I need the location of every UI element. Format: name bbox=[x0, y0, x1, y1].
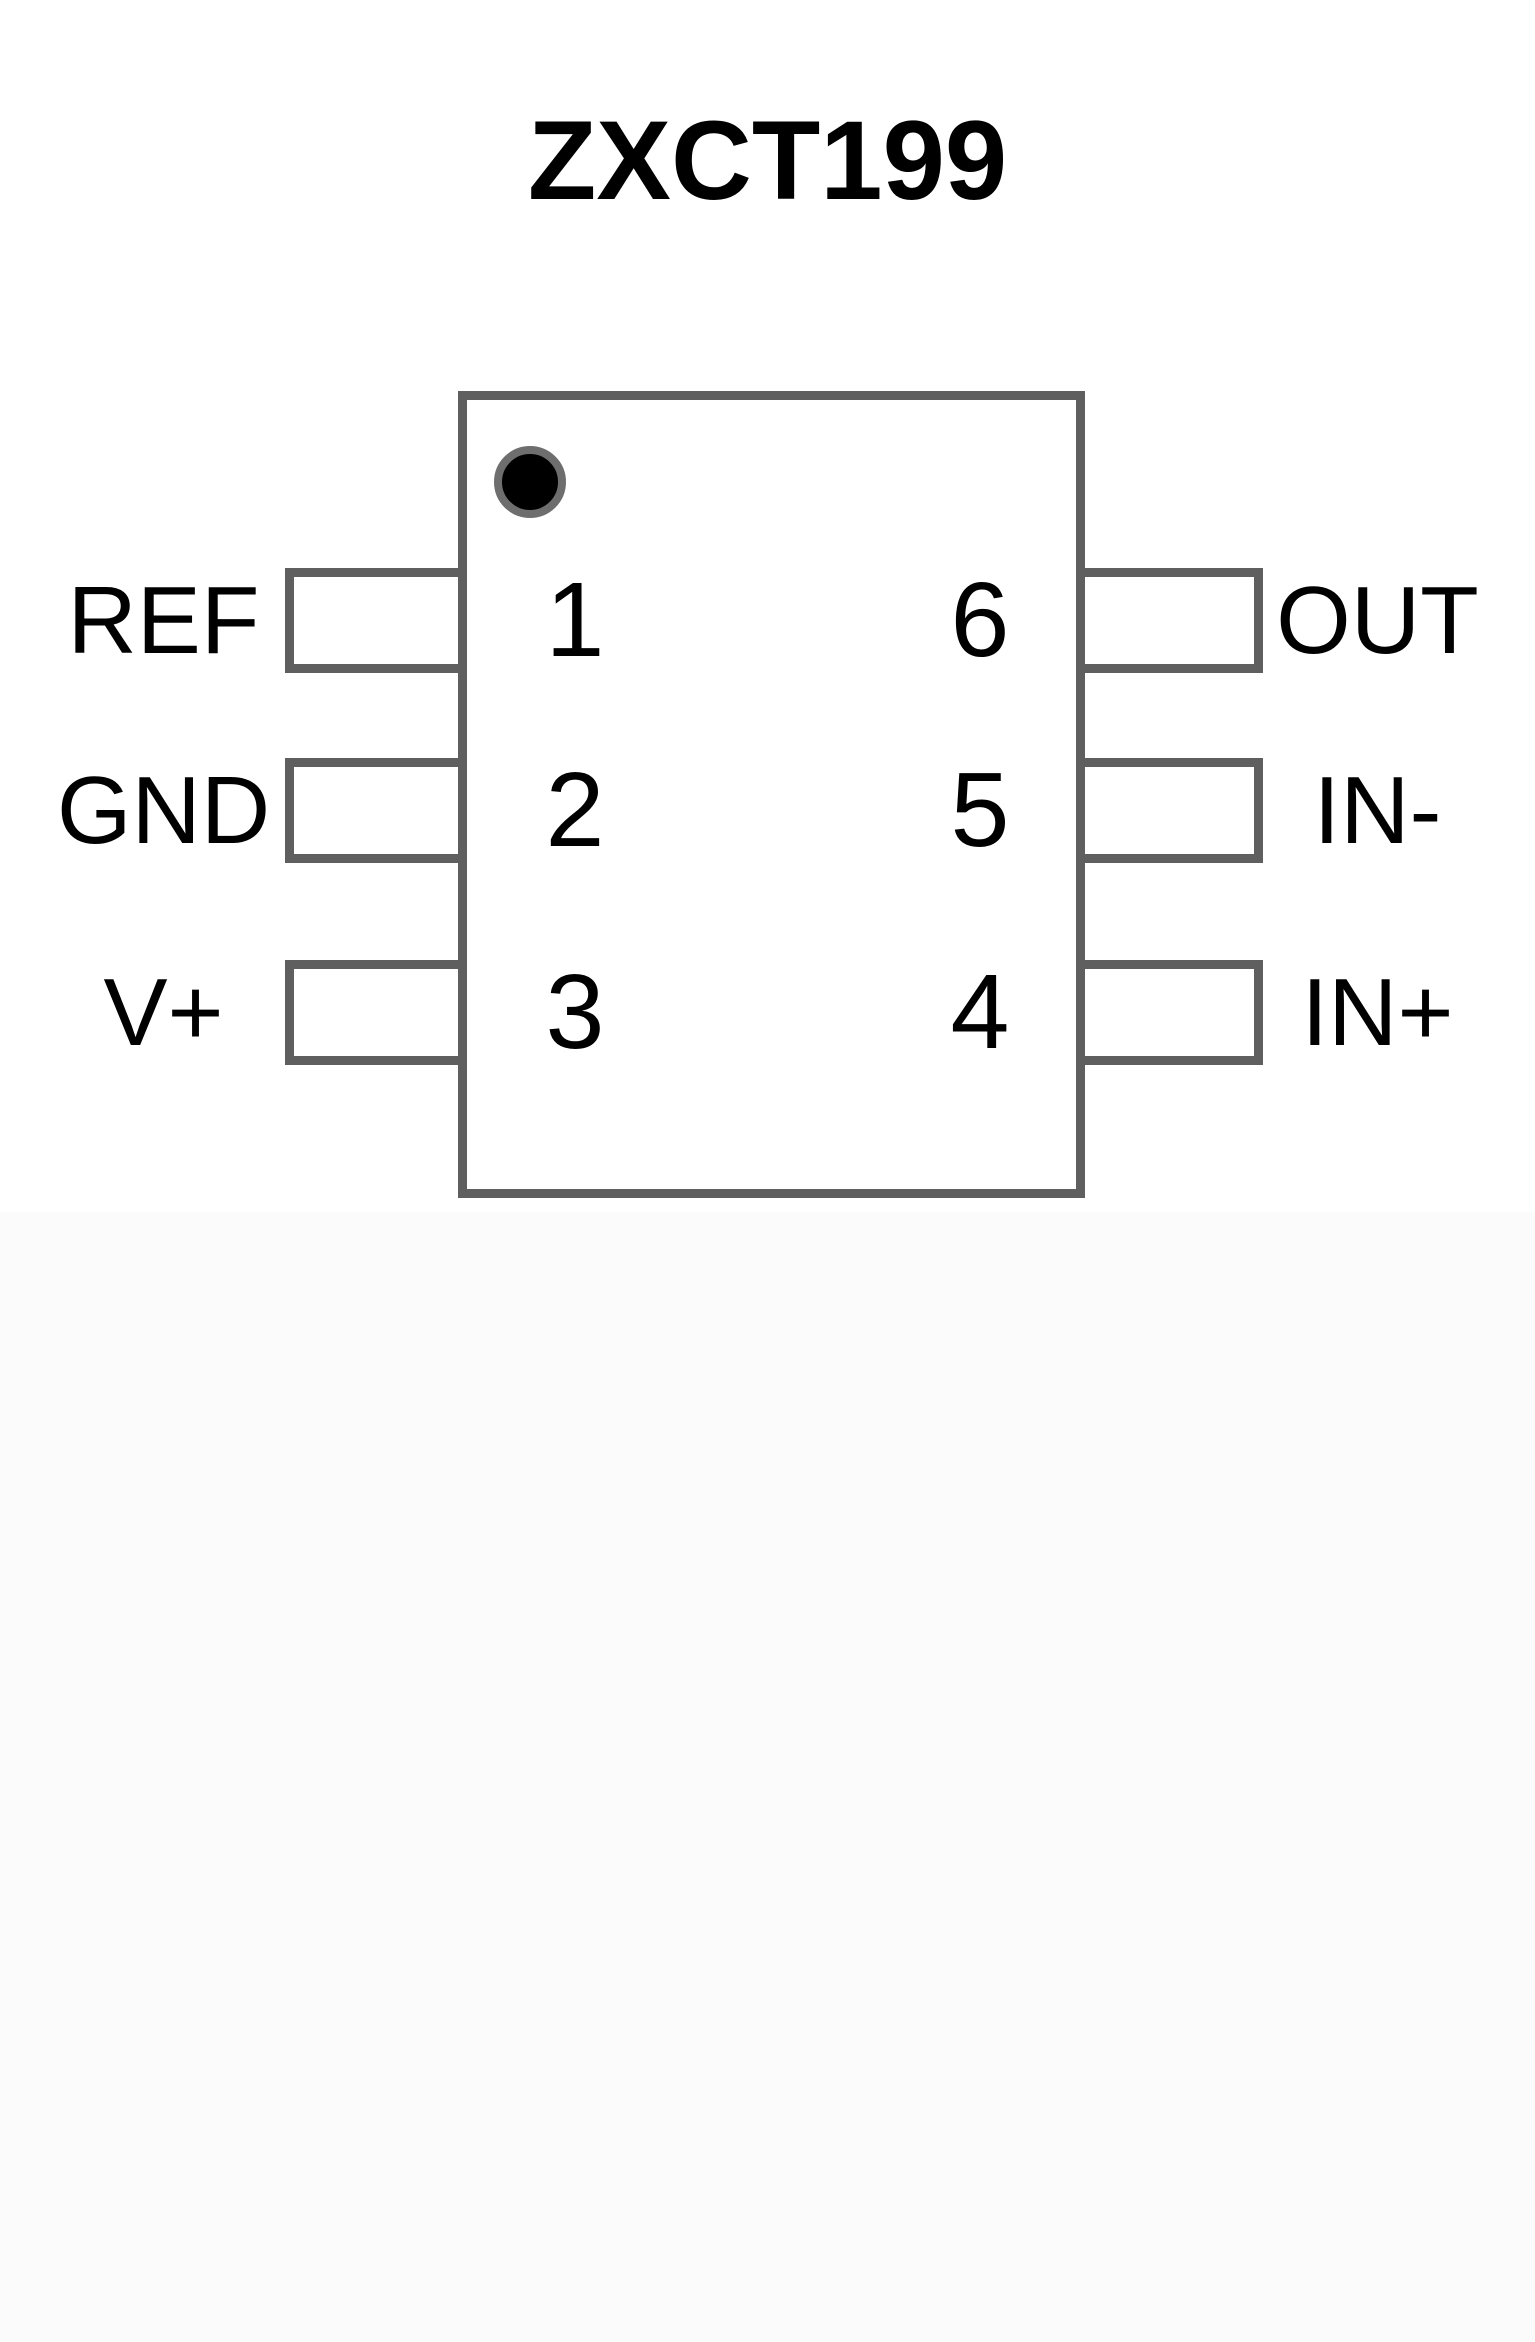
pin-number-5: 5 bbox=[950, 751, 1010, 869]
pin-label-out: OUT bbox=[1276, 566, 1479, 674]
pin-lead-1 bbox=[285, 568, 467, 673]
pin-lead-6 bbox=[1073, 568, 1263, 673]
pin-lead-2 bbox=[285, 758, 467, 863]
pin-label-ref: REF bbox=[67, 566, 260, 674]
pin-number-3: 3 bbox=[545, 953, 605, 1071]
pin-label-vplus: V+ bbox=[103, 958, 224, 1066]
page-lower-band bbox=[0, 1212, 1535, 2342]
pin-number-6: 6 bbox=[950, 561, 1010, 679]
pin-lead-3 bbox=[285, 960, 467, 1065]
pin-number-4: 4 bbox=[950, 953, 1010, 1071]
pin-label-inplus: IN+ bbox=[1301, 958, 1454, 1066]
pin-lead-4 bbox=[1073, 960, 1263, 1065]
pin-label-gnd: GND bbox=[56, 756, 271, 864]
page-title: ZXCT199 bbox=[527, 97, 1008, 223]
pin-label-inminus: IN- bbox=[1313, 756, 1442, 864]
ic-body bbox=[458, 391, 1085, 1198]
pin-number-1: 1 bbox=[545, 561, 605, 679]
pin-lead-5 bbox=[1073, 758, 1263, 863]
pin1-marker-icon bbox=[494, 446, 566, 518]
pin-number-2: 2 bbox=[545, 751, 605, 869]
